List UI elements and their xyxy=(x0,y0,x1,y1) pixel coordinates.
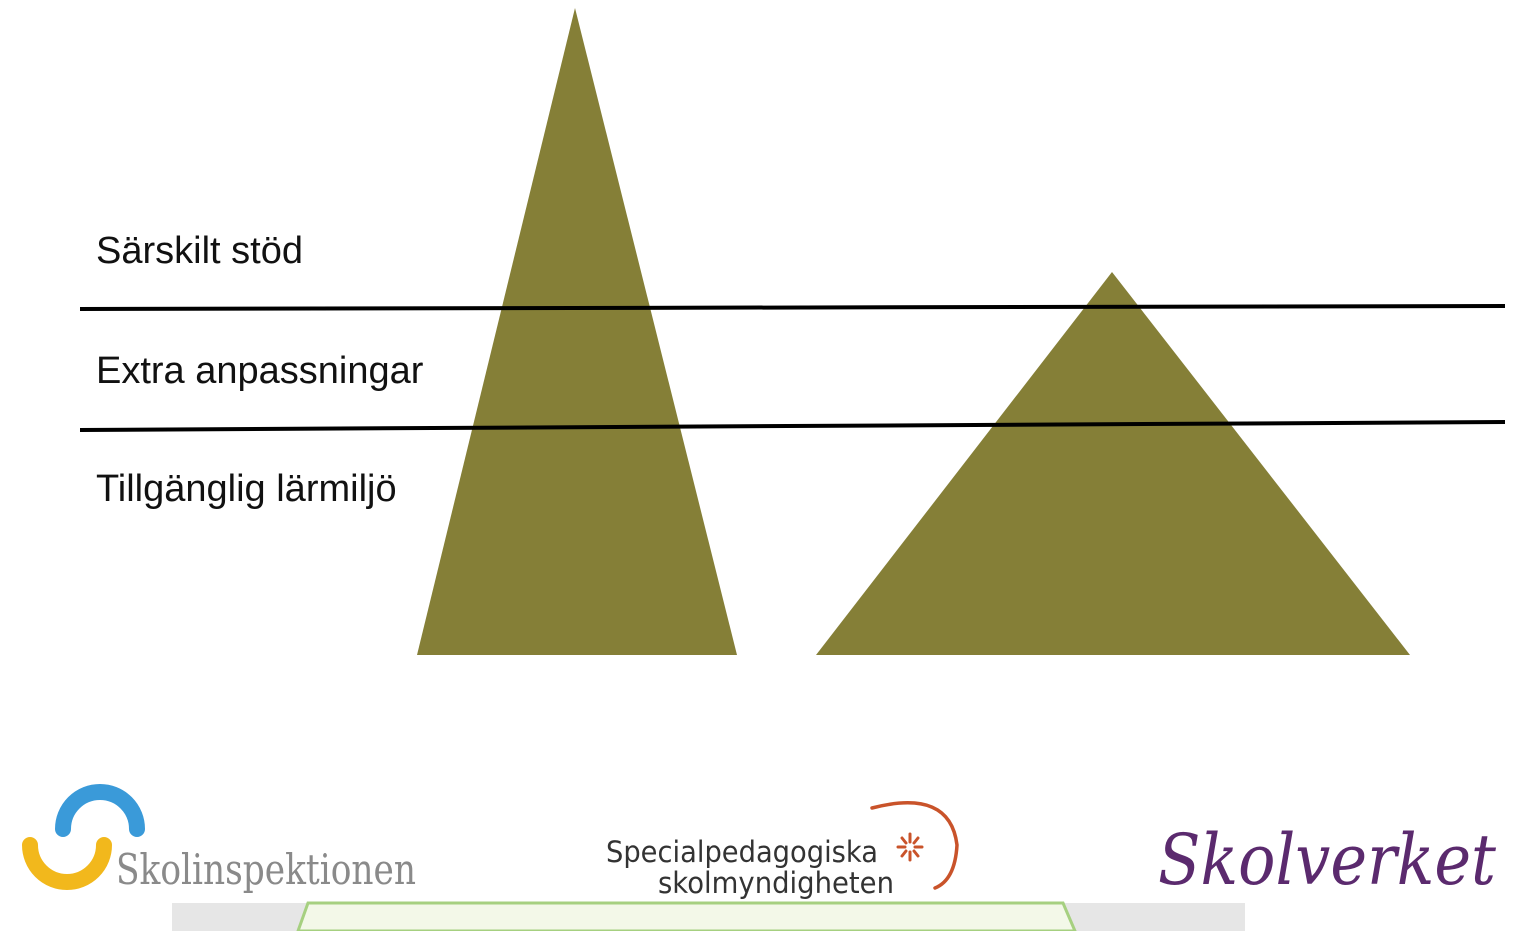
logo-blue-arc xyxy=(55,784,145,837)
wide-short-triangle xyxy=(816,272,1410,655)
skolverket-logo: Skolverket xyxy=(1158,819,1497,901)
divider-line-upper xyxy=(79,304,1506,311)
skolinspektionen-logo: Skolinspektionen xyxy=(22,784,416,894)
divider-line-lower xyxy=(79,420,1506,432)
svg-text:Specialpedagogiska: Specialpedagogiska xyxy=(606,835,878,869)
logo-yellow-arc xyxy=(22,837,112,890)
svg-text:skolmyndigheten: skolmyndigheten xyxy=(658,866,894,900)
tall-narrow-triangle xyxy=(417,8,737,655)
level-label-tillganglig-larmiljo: Tillgänglig lärmiljö xyxy=(96,468,397,510)
level-label-sarskilt-stod: Särskilt stöd xyxy=(96,230,303,272)
spsm-star-icon xyxy=(896,832,924,862)
svg-text:Skolverket: Skolverket xyxy=(1158,819,1497,901)
spsm-arc xyxy=(870,801,959,890)
level-label-extra-anpassningar: Extra anpassningar xyxy=(96,350,424,392)
svg-text:Skolinspektionen: Skolinspektionen xyxy=(116,845,416,894)
spsm-logo: Specialpedagogiska skolmyndigheten xyxy=(606,801,959,900)
footer-trapezoid xyxy=(296,901,1077,931)
